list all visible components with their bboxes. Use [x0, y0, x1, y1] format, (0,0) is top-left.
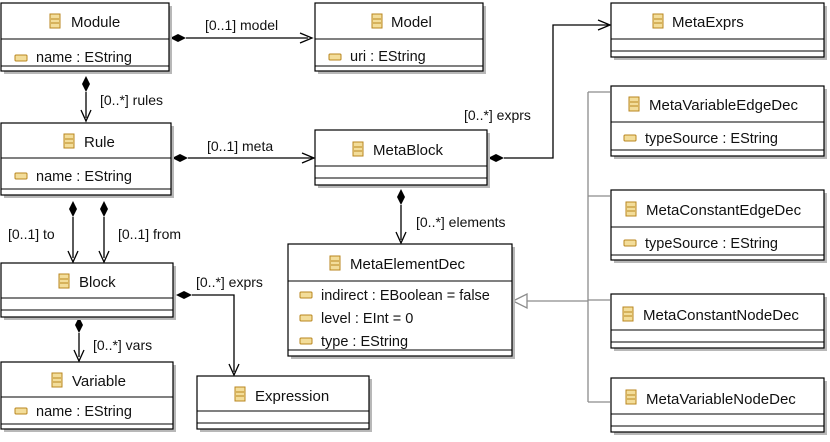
- eclass-icon: [49, 13, 61, 29]
- generalization-edges[interactable]: [511, 91, 610, 403]
- label-rule-from: [0..1] from: [118, 226, 181, 242]
- eattribute-icon: [14, 172, 28, 180]
- eclass-icon: [652, 13, 664, 29]
- eattribute-icon: [623, 239, 637, 247]
- edge-block-exprs[interactable]: [176, 291, 240, 377]
- class-metablock[interactable]: MetaBlock: [314, 129, 490, 188]
- edge-block-vars[interactable]: [73, 317, 85, 363]
- class-metaconstantedgedec[interactable]: MetaConstantEdgeDec typeSource : EString: [610, 189, 827, 263]
- eclass-icon: [352, 141, 364, 157]
- class-metaexprs[interactable]: MetaExprs: [610, 2, 827, 60]
- eattribute-icon: [299, 291, 313, 299]
- attribute-label: uri : EString: [350, 49, 426, 65]
- class-title: MetaConstantEdgeDec: [646, 202, 802, 219]
- class-module[interactable]: Module name : EString: [0, 2, 172, 74]
- label-module-model: [0..1] model: [205, 17, 278, 33]
- attribute-label: name : EString: [36, 50, 132, 66]
- label-block-vars: [0..*] vars: [93, 337, 152, 353]
- eattribute-icon: [328, 53, 342, 61]
- edge-metablock-elements[interactable]: [395, 189, 407, 245]
- label-rule-meta: [0..1] meta: [207, 138, 273, 154]
- eattribute-icon: [299, 314, 313, 322]
- label-block-exprs: [0..*] exprs: [196, 274, 263, 290]
- attribute-label: typeSource : EString: [645, 236, 778, 252]
- label-module-rules: [0..*] rules: [100, 92, 163, 108]
- class-title: Expression: [255, 388, 329, 405]
- edge-rule-to[interactable]: [67, 201, 79, 264]
- edge-metablock-exprs[interactable]: [488, 19, 612, 162]
- class-metaconstantnodedec[interactable]: MetaConstantNodeDec: [610, 293, 827, 351]
- class-metavariableedgedec[interactable]: MetaVariableEdgeDec typeSource : EString: [610, 85, 827, 159]
- class-block[interactable]: Block: [0, 262, 176, 320]
- class-title: MetaVariableEdgeDec: [649, 97, 798, 114]
- class-model[interactable]: Model uri : EString: [314, 2, 486, 74]
- class-title: MetaVariableNodeDec: [646, 391, 796, 408]
- class-title: Variable: [72, 373, 126, 390]
- eattribute-icon: [14, 407, 28, 415]
- class-title: MetaElementDec: [350, 256, 466, 273]
- eclass-icon: [329, 255, 341, 271]
- attribute-label: type : EString: [321, 334, 408, 350]
- class-rule[interactable]: Rule name : EString: [0, 122, 174, 198]
- class-expression[interactable]: Expression: [196, 375, 372, 432]
- edge-rule-meta[interactable]: [172, 152, 316, 164]
- class-title: Model: [391, 14, 432, 31]
- label-rule-to: [0..1] to: [8, 226, 55, 242]
- label-metablock-exprs: [0..*] exprs: [464, 107, 531, 123]
- class-title: MetaBlock: [373, 142, 444, 159]
- class-variable[interactable]: Variable name : EString: [0, 361, 176, 432]
- edges: [0..1] model [0..*] rules [0..1] meta [0…: [8, 17, 612, 403]
- class-title: Module: [71, 14, 120, 31]
- class-title: Rule: [84, 134, 115, 151]
- attribute-label: indirect : EBoolean = false: [321, 288, 490, 304]
- label-metablock-elements: [0..*] elements: [416, 214, 506, 230]
- eclass-icon: [371, 13, 383, 29]
- eclass-icon: [63, 133, 75, 149]
- class-title: MetaConstantNodeDec: [643, 307, 799, 324]
- attribute-label: level : EInt = 0: [321, 311, 413, 327]
- eattribute-icon: [14, 54, 28, 62]
- eclass-icon: [234, 386, 246, 402]
- attribute-label: typeSource : EString: [645, 131, 778, 147]
- edge-module-model[interactable]: [170, 32, 314, 44]
- class-metaelementdec[interactable]: MetaElementDec indirect : EBoolean = fal…: [287, 243, 515, 359]
- eclass-icon: [622, 306, 634, 322]
- eclass-icon: [628, 96, 640, 112]
- class-title: MetaExprs: [672, 14, 744, 31]
- eclass-icon: [51, 372, 63, 388]
- class-metavariablenodedec[interactable]: MetaVariableNodeDec: [610, 377, 827, 435]
- eclass-icon: [625, 201, 637, 217]
- attribute-label: name : EString: [36, 404, 132, 420]
- eclass-icon: [58, 273, 70, 289]
- edge-module-rules[interactable]: [80, 76, 92, 123]
- class-title: Block: [79, 274, 116, 291]
- eattribute-icon: [623, 134, 637, 142]
- attribute-label: name : EString: [36, 169, 132, 185]
- edge-rule-from[interactable]: [98, 201, 110, 264]
- eattribute-icon: [299, 337, 313, 345]
- eclass-icon: [625, 389, 637, 405]
